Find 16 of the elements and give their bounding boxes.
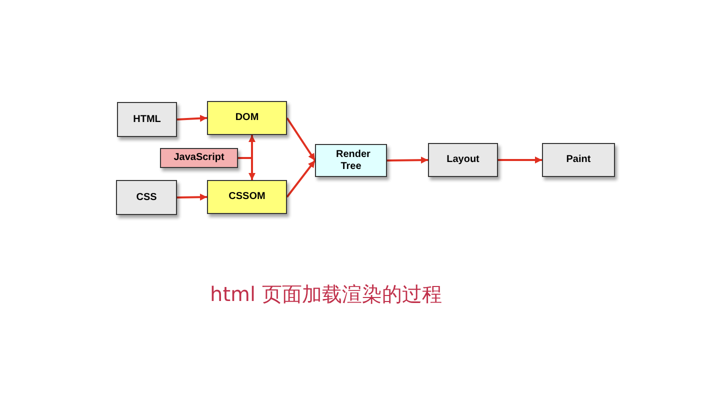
arrow (286, 160, 316, 198)
process-box: CSSOM (207, 180, 287, 214)
caption: html 页面加载渲染的过程 (210, 282, 442, 306)
process-box: Layout (428, 143, 498, 177)
process-box: Paint (542, 143, 615, 177)
arrow (498, 156, 542, 164)
arrow (238, 157, 256, 180)
process-box: CSS (116, 180, 177, 215)
arrow (386, 156, 428, 164)
arrow (176, 194, 208, 201)
process-box: DOM (207, 101, 287, 135)
arrow (286, 117, 316, 162)
arrow (176, 114, 208, 122)
process-box: JavaScript (160, 148, 238, 168)
process-box: HTML (117, 102, 177, 137)
process-box: Render Tree (315, 144, 387, 177)
